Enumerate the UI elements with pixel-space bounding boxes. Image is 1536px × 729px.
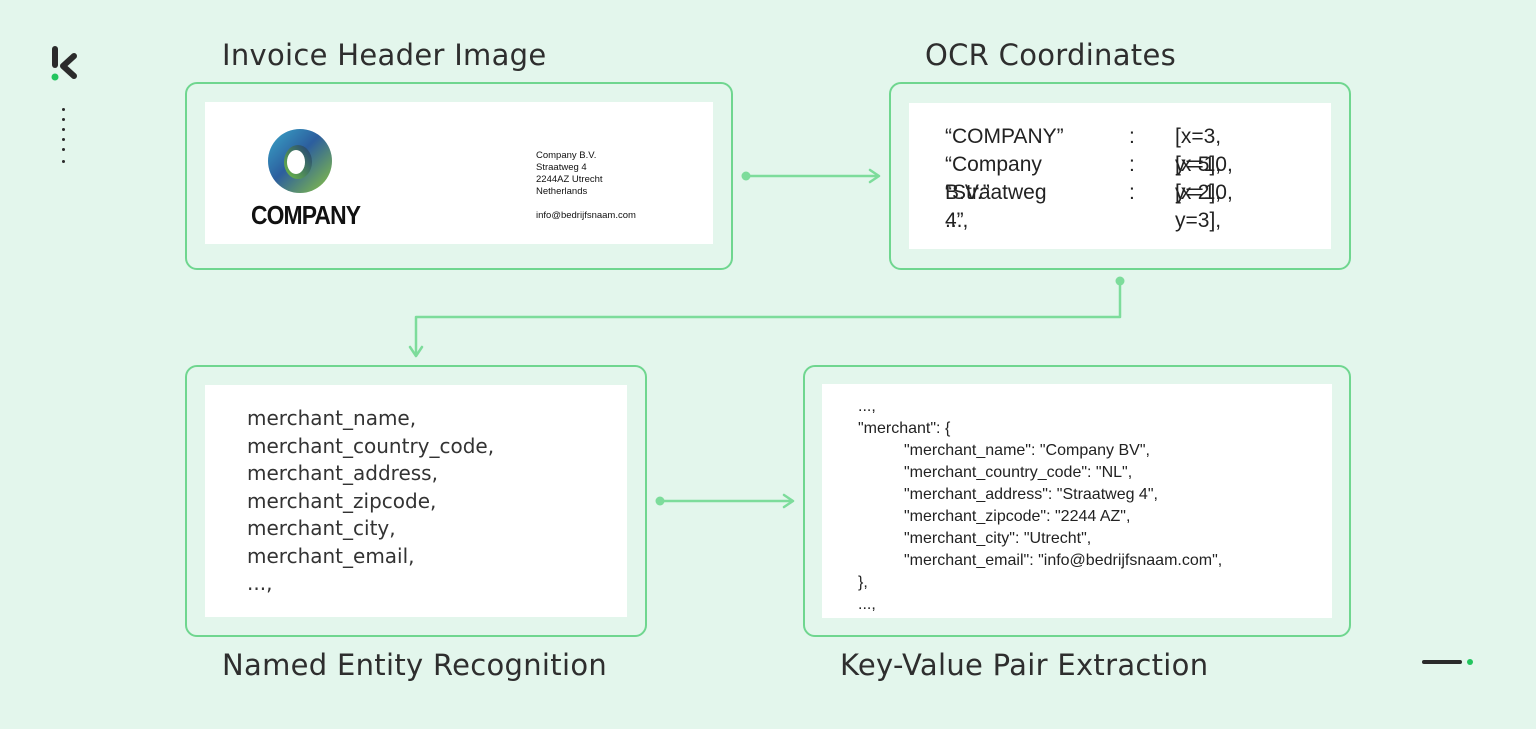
- kv-panel: [803, 365, 1351, 637]
- invoice-header-title: Invoice Header Image: [222, 38, 547, 72]
- ner-entity: merchant_zipcode,: [247, 488, 437, 513]
- ocr-token: ...,: [945, 209, 969, 232]
- kv-line: "merchant_city": "Utrecht",: [904, 530, 1092, 547]
- ner-title: Named Entity Recognition: [222, 648, 608, 682]
- address-line: 2244AZ Utrecht: [536, 174, 603, 185]
- address-email: info@bedrijfsnaam.com: [536, 210, 636, 221]
- kv-line: },: [858, 574, 868, 591]
- ocr-token: “COMPANY”: [945, 125, 1064, 148]
- invoice-address-block: Company B.V. Straatweg 4 2244AZ Utrecht …: [536, 150, 636, 222]
- ocr-token: “Straatweg 4”: [945, 181, 1047, 232]
- connector-dot: [655, 496, 665, 506]
- address-line: Company B.V.: [536, 150, 597, 161]
- company-ring-logo-icon: [268, 129, 332, 193]
- kv-line: "merchant": {: [858, 420, 951, 437]
- kv-line: "merchant_zipcode": "2244 AZ",: [904, 508, 1131, 525]
- ocr-token: “Company B.V.”: [945, 153, 1042, 204]
- ocr-coords: [x=10, y=3],: [1175, 181, 1233, 232]
- dot-mark-icon: [1467, 659, 1473, 665]
- invoice-header-image: COMPANY Company B.V. Straatweg 4 2244AZ …: [205, 102, 713, 244]
- connector-dot: [1115, 276, 1125, 286]
- kv-line: ...,: [858, 596, 876, 613]
- invoice-header-panel: [185, 82, 733, 270]
- ocr-coordinates-title: OCR Coordinates: [925, 38, 1177, 72]
- ner-entity: merchant_address,: [247, 461, 438, 485]
- kv-line: "merchant_email": "info@bedrijfsnaam.com…: [904, 552, 1223, 569]
- address-line: Netherlands: [536, 186, 588, 197]
- arrow-header-to-ocr: [744, 168, 881, 184]
- ocr-separator: :: [1129, 125, 1135, 148]
- brand-k-logo-icon: [44, 42, 80, 90]
- ner-entity: merchant_name,: [247, 406, 417, 430]
- arrow-ner-to-kv: [658, 493, 795, 509]
- kv-line: "merchant_country_code": "NL",: [904, 464, 1133, 481]
- invoice-logo-text: COMPANY: [251, 200, 361, 230]
- ner-entity: merchant_email,: [247, 543, 415, 568]
- kv-extraction-title: Key-Value Pair Extraction: [840, 648, 1209, 682]
- ocr-coords: [x=10, y=2],: [1175, 153, 1233, 204]
- kv-line: ...,: [858, 398, 876, 415]
- dash-mark-icon: [1422, 660, 1462, 664]
- ner-entity: ...,: [247, 571, 273, 595]
- ocr-separator: :: [1129, 153, 1135, 176]
- kv-box: ..., "merchant": { "merchant_name": "Com…: [822, 384, 1332, 618]
- ocr-separator: :: [1129, 181, 1135, 204]
- ocr-coords: [x=3, y=5],: [1175, 125, 1222, 176]
- ner-entity: merchant_country_code,: [247, 433, 495, 458]
- ocr-coordinates-panel: [889, 82, 1351, 270]
- kv-line: "merchant_name": "Company BV",: [904, 442, 1150, 459]
- ner-box: merchant_name, merchant_country_code, me…: [205, 385, 627, 617]
- kv-line: "merchant_address": "Straatweg 4",: [904, 486, 1158, 503]
- connector-dot: [741, 171, 751, 181]
- ocr-coordinates-box: “COMPANY” : [x=3, y=5], “Company B.V.” :…: [909, 103, 1331, 249]
- ner-entity: merchant_city,: [247, 516, 396, 540]
- arrow-ocr-to-ner: [408, 279, 1122, 358]
- address-line: Straatweg 4: [536, 162, 587, 173]
- ner-panel: [185, 365, 647, 637]
